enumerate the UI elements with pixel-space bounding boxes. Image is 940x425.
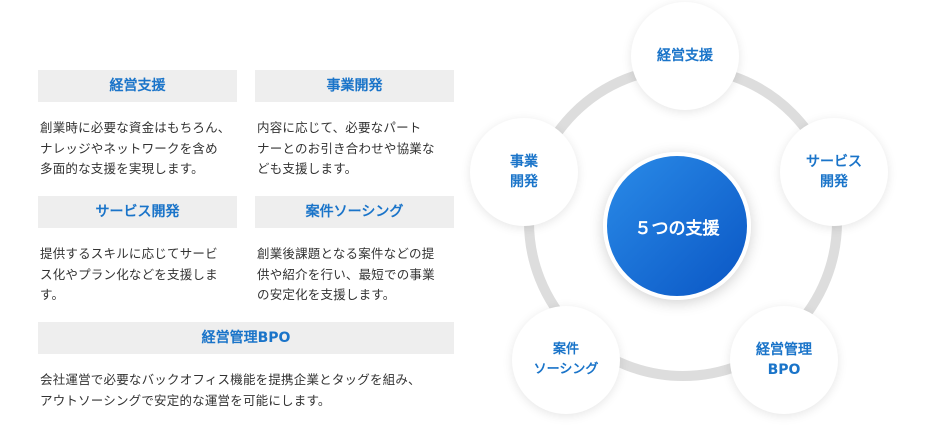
support-cycle-diagram: 経営支援 サービス 開発 経営管理 BPO 案件 ソーシング 事業 開発 ５つの… [460, 0, 940, 425]
node-label: 経営管理 BPO [756, 342, 812, 378]
card-description: 創業後課題となる案件などの提 供や紹介を行い、最短での事業 の安定化を支援します… [257, 246, 435, 302]
node-label: 案件 ソーシング [533, 342, 599, 377]
cycle-node-management-support: 経営支援 [631, 2, 739, 110]
node-label: 事業 開発 [510, 154, 538, 190]
cycle-center-circle: ５つの支援 [603, 152, 751, 300]
card-description: 内容に応じて、必要なパート ナーとのお引き合わせや協業な ども支援します。 [257, 120, 435, 176]
card-description: 創業時に必要な資金はもちろん、 ナレッジやネットワークを含め 多面的な支援を実現… [40, 120, 231, 176]
cycle-node-project-sourcing: 案件 ソーシング [512, 306, 620, 414]
card-project-sourcing: 案件ソーシング 創業後課題となる案件などの提 供や紹介を行い、最短での事業 の安… [255, 196, 454, 306]
node-label: サービス 開発 [806, 154, 862, 190]
card-description: 会社運営で必要なバックオフィス機能を提携企業とタッグを組み、 アウトソーシングで… [40, 372, 421, 408]
card-title: 経営管理BPO [38, 322, 454, 354]
card-management-bpo: 経営管理BPO 会社運営で必要なバックオフィス機能を提携企業とタッグを組み、 ア… [38, 322, 454, 411]
card-management-support: 経営支援 創業時に必要な資金はもちろん、 ナレッジやネットワークを含め 多面的な… [38, 70, 237, 180]
card-title: サービス開発 [38, 196, 237, 228]
card-title: 事業開発 [255, 70, 454, 102]
node-label: 経営支援 [657, 48, 713, 64]
card-description: 提供するスキルに応じてサービ ス化やプラン化などを支援しま す。 [40, 246, 218, 302]
card-title: 経営支援 [38, 70, 237, 102]
cycle-node-service-development: サービス 開発 [780, 118, 888, 226]
card-title: 案件ソーシング [255, 196, 454, 228]
center-label: ５つの支援 [634, 218, 720, 239]
card-service-development: サービス開発 提供するスキルに応じてサービ ス化やプラン化などを支援しま す。 [38, 196, 237, 306]
card-business-development: 事業開発 内容に応じて、必要なパート ナーとのお引き合わせや協業な ども支援しま… [255, 70, 454, 180]
cycle-node-business-development: 事業 開発 [470, 118, 578, 226]
cycle-node-management-bpo: 経営管理 BPO [730, 306, 838, 414]
